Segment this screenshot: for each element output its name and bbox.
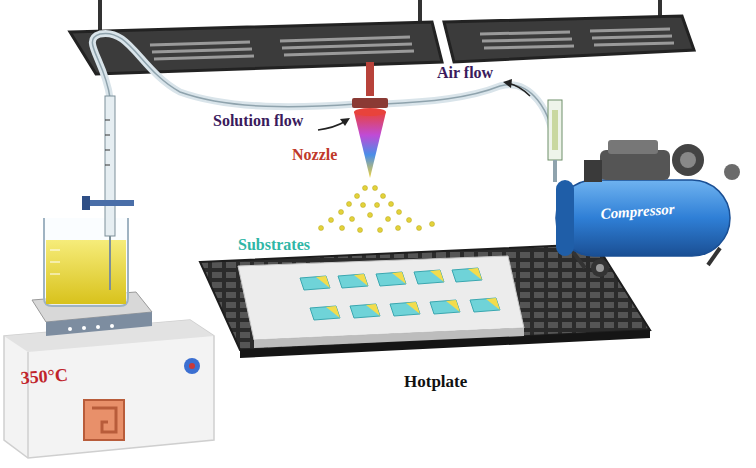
flow-label: Solution flow (213, 112, 303, 130)
part-label: Hotplate (404, 372, 467, 392)
flow-label: Air flow (437, 64, 493, 82)
temperature-label: 350°C (20, 365, 69, 389)
part-label: Nozzle (292, 146, 337, 164)
part-label: Substrates (238, 236, 310, 254)
